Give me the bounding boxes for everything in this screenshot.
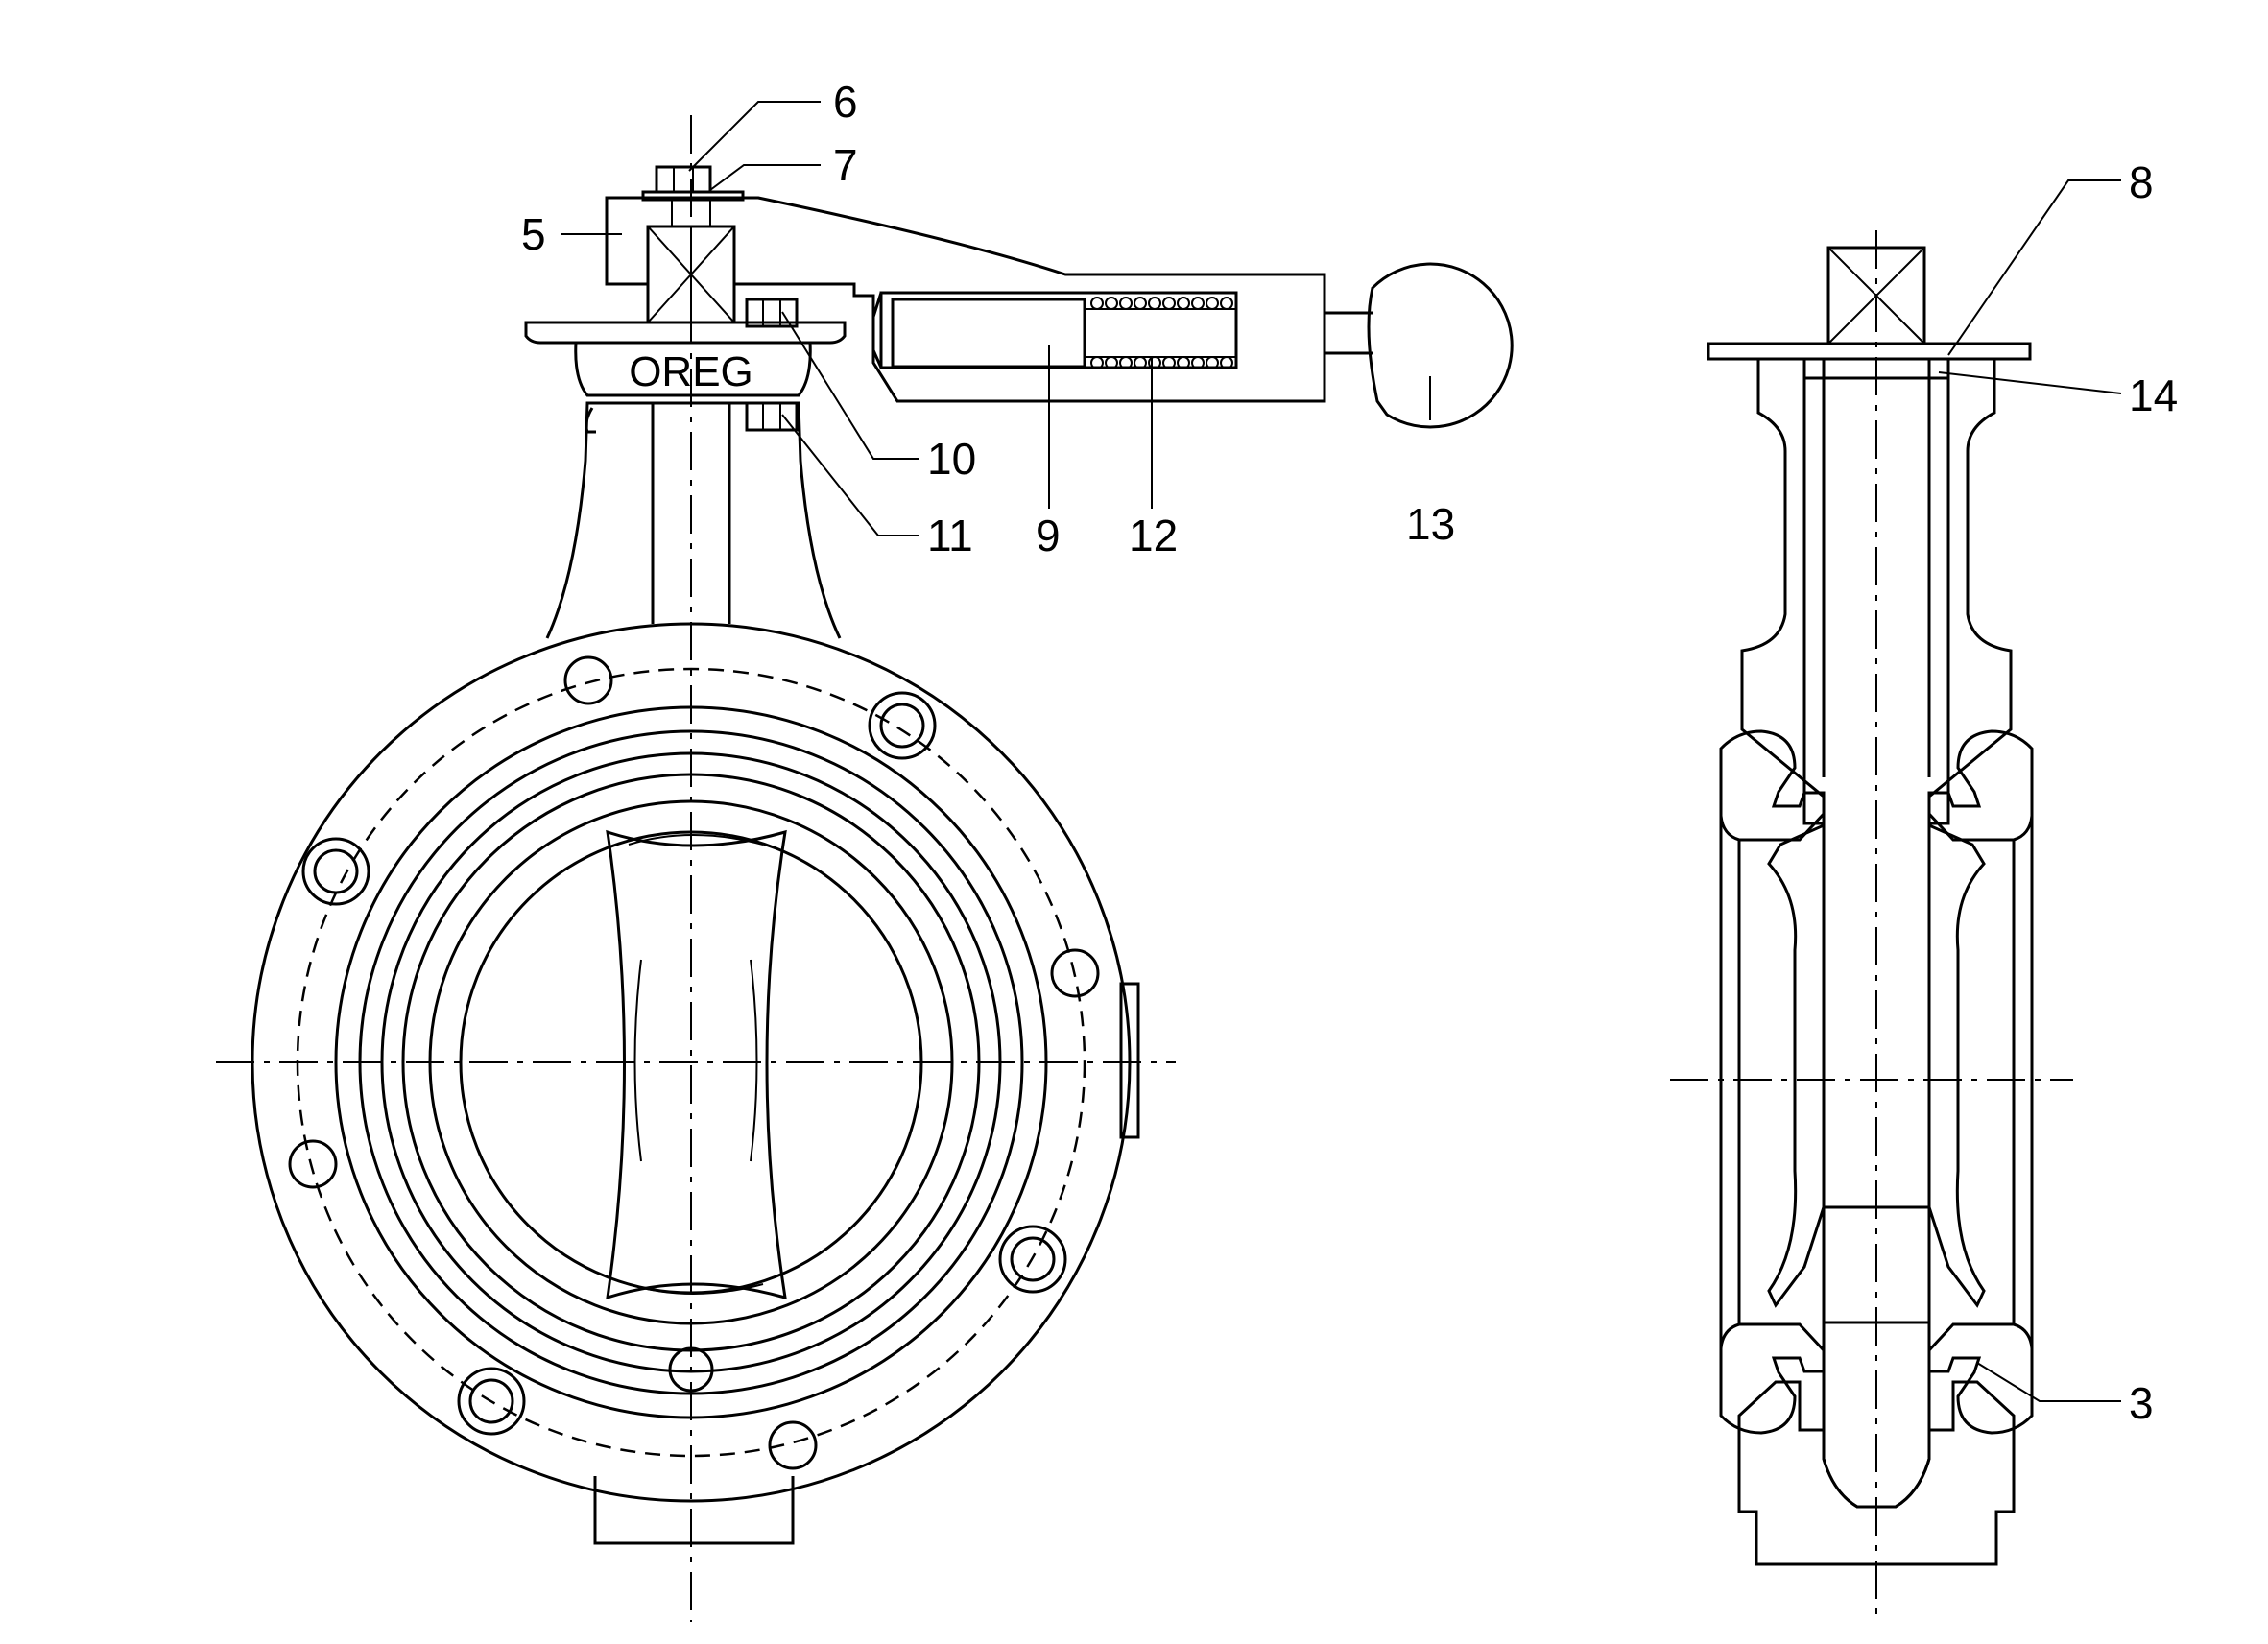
spring-coil xyxy=(1148,297,1161,310)
bolt-hole-inner xyxy=(879,703,925,749)
side-lug xyxy=(1119,982,1140,1139)
label-7: 7 xyxy=(833,140,858,190)
bolt-hole xyxy=(868,691,937,760)
body-ring-1 xyxy=(334,705,1048,1419)
flange-outer-ring xyxy=(251,622,1132,1503)
washer-7 xyxy=(641,190,745,202)
bolt-holes xyxy=(288,655,1100,1470)
liner-seat-top-left xyxy=(1719,729,1826,842)
nut-11 xyxy=(745,401,799,432)
section-view: 8 14 3 xyxy=(1670,157,2178,1622)
spring-coil xyxy=(1134,297,1147,310)
label-6: 6 xyxy=(833,77,858,127)
disc-section-right xyxy=(1927,822,1986,1308)
label-11: 11 xyxy=(927,511,973,560)
bolt-hole xyxy=(301,837,370,906)
bolt-hole-inner xyxy=(1010,1236,1056,1282)
body-section-left xyxy=(1740,357,1826,825)
front-view: OREG xyxy=(216,77,1514,1622)
bolt-hole xyxy=(768,1420,818,1470)
label-5: 5 xyxy=(521,209,546,259)
liner-seat-bottom-left xyxy=(1719,1322,1826,1435)
body-ring-3 xyxy=(380,751,1002,1373)
bolt-hole-inner xyxy=(468,1378,514,1424)
bolt-hole xyxy=(563,655,613,705)
nut-6 xyxy=(655,165,712,194)
bolt-hole xyxy=(998,1225,1067,1294)
bolt-circle xyxy=(296,667,1086,1458)
spring-coil xyxy=(1206,356,1219,369)
label-12: 12 xyxy=(1129,511,1178,560)
brand-text: OREG xyxy=(629,348,753,395)
spring-coil xyxy=(1134,356,1147,369)
spring-coil xyxy=(1105,356,1118,369)
spring-coil xyxy=(1105,297,1118,310)
spring-coil xyxy=(1177,356,1190,369)
stem-spline xyxy=(1822,1205,1931,1324)
spring-coil xyxy=(1162,297,1176,310)
spring-coil xyxy=(1090,356,1104,369)
spring-coil xyxy=(1206,297,1219,310)
knob xyxy=(1367,262,1514,429)
top-plate-8 xyxy=(1707,342,2032,361)
liner-ring xyxy=(401,773,981,1352)
spring-coil xyxy=(1220,356,1233,369)
label-10: 10 xyxy=(927,434,976,484)
spring-coil xyxy=(1191,356,1205,369)
spring-coil xyxy=(1090,297,1104,310)
bolt-hole-inner xyxy=(313,848,359,894)
nut-10 xyxy=(745,298,799,328)
bolt-hole xyxy=(288,1139,338,1189)
spring-coil xyxy=(1162,356,1176,369)
valve-neck xyxy=(524,321,847,639)
body-section-bottom xyxy=(1737,1380,2016,1566)
bottom-boss xyxy=(593,1476,795,1545)
section-leader-lines xyxy=(1938,179,2122,1402)
label-8: 8 xyxy=(2129,157,2154,207)
body-ring-2 xyxy=(358,729,1024,1395)
stem-square xyxy=(1826,246,1926,345)
liner-seat-bottom-right xyxy=(1927,1322,2034,1435)
leader-lines xyxy=(561,101,1431,536)
bolt-hole xyxy=(1050,948,1100,998)
spring-coil xyxy=(1119,356,1133,369)
liner-seat-top-right xyxy=(1927,729,2034,842)
spring-coil xyxy=(1177,297,1190,310)
bushing-14 xyxy=(1802,357,1950,380)
label-3: 3 xyxy=(2129,1378,2154,1428)
body-section-right xyxy=(1927,357,2013,825)
label-13: 13 xyxy=(1406,499,1455,549)
label-14: 14 xyxy=(2129,370,2178,420)
bolt-hole xyxy=(457,1367,526,1436)
seat-ring xyxy=(428,799,954,1325)
valve-disc xyxy=(606,829,787,1300)
spring-coil xyxy=(1191,297,1205,310)
bolt-hole xyxy=(668,1346,714,1393)
spring-coil xyxy=(1119,297,1133,310)
label-9: 9 xyxy=(1036,511,1061,560)
disc-section-left xyxy=(1767,822,1826,1308)
spring-coil xyxy=(1148,356,1161,369)
plunger xyxy=(891,298,1086,369)
spring-coil xyxy=(1220,297,1233,310)
lever-handle xyxy=(605,165,1514,432)
stem-tip xyxy=(1822,1322,1931,1509)
